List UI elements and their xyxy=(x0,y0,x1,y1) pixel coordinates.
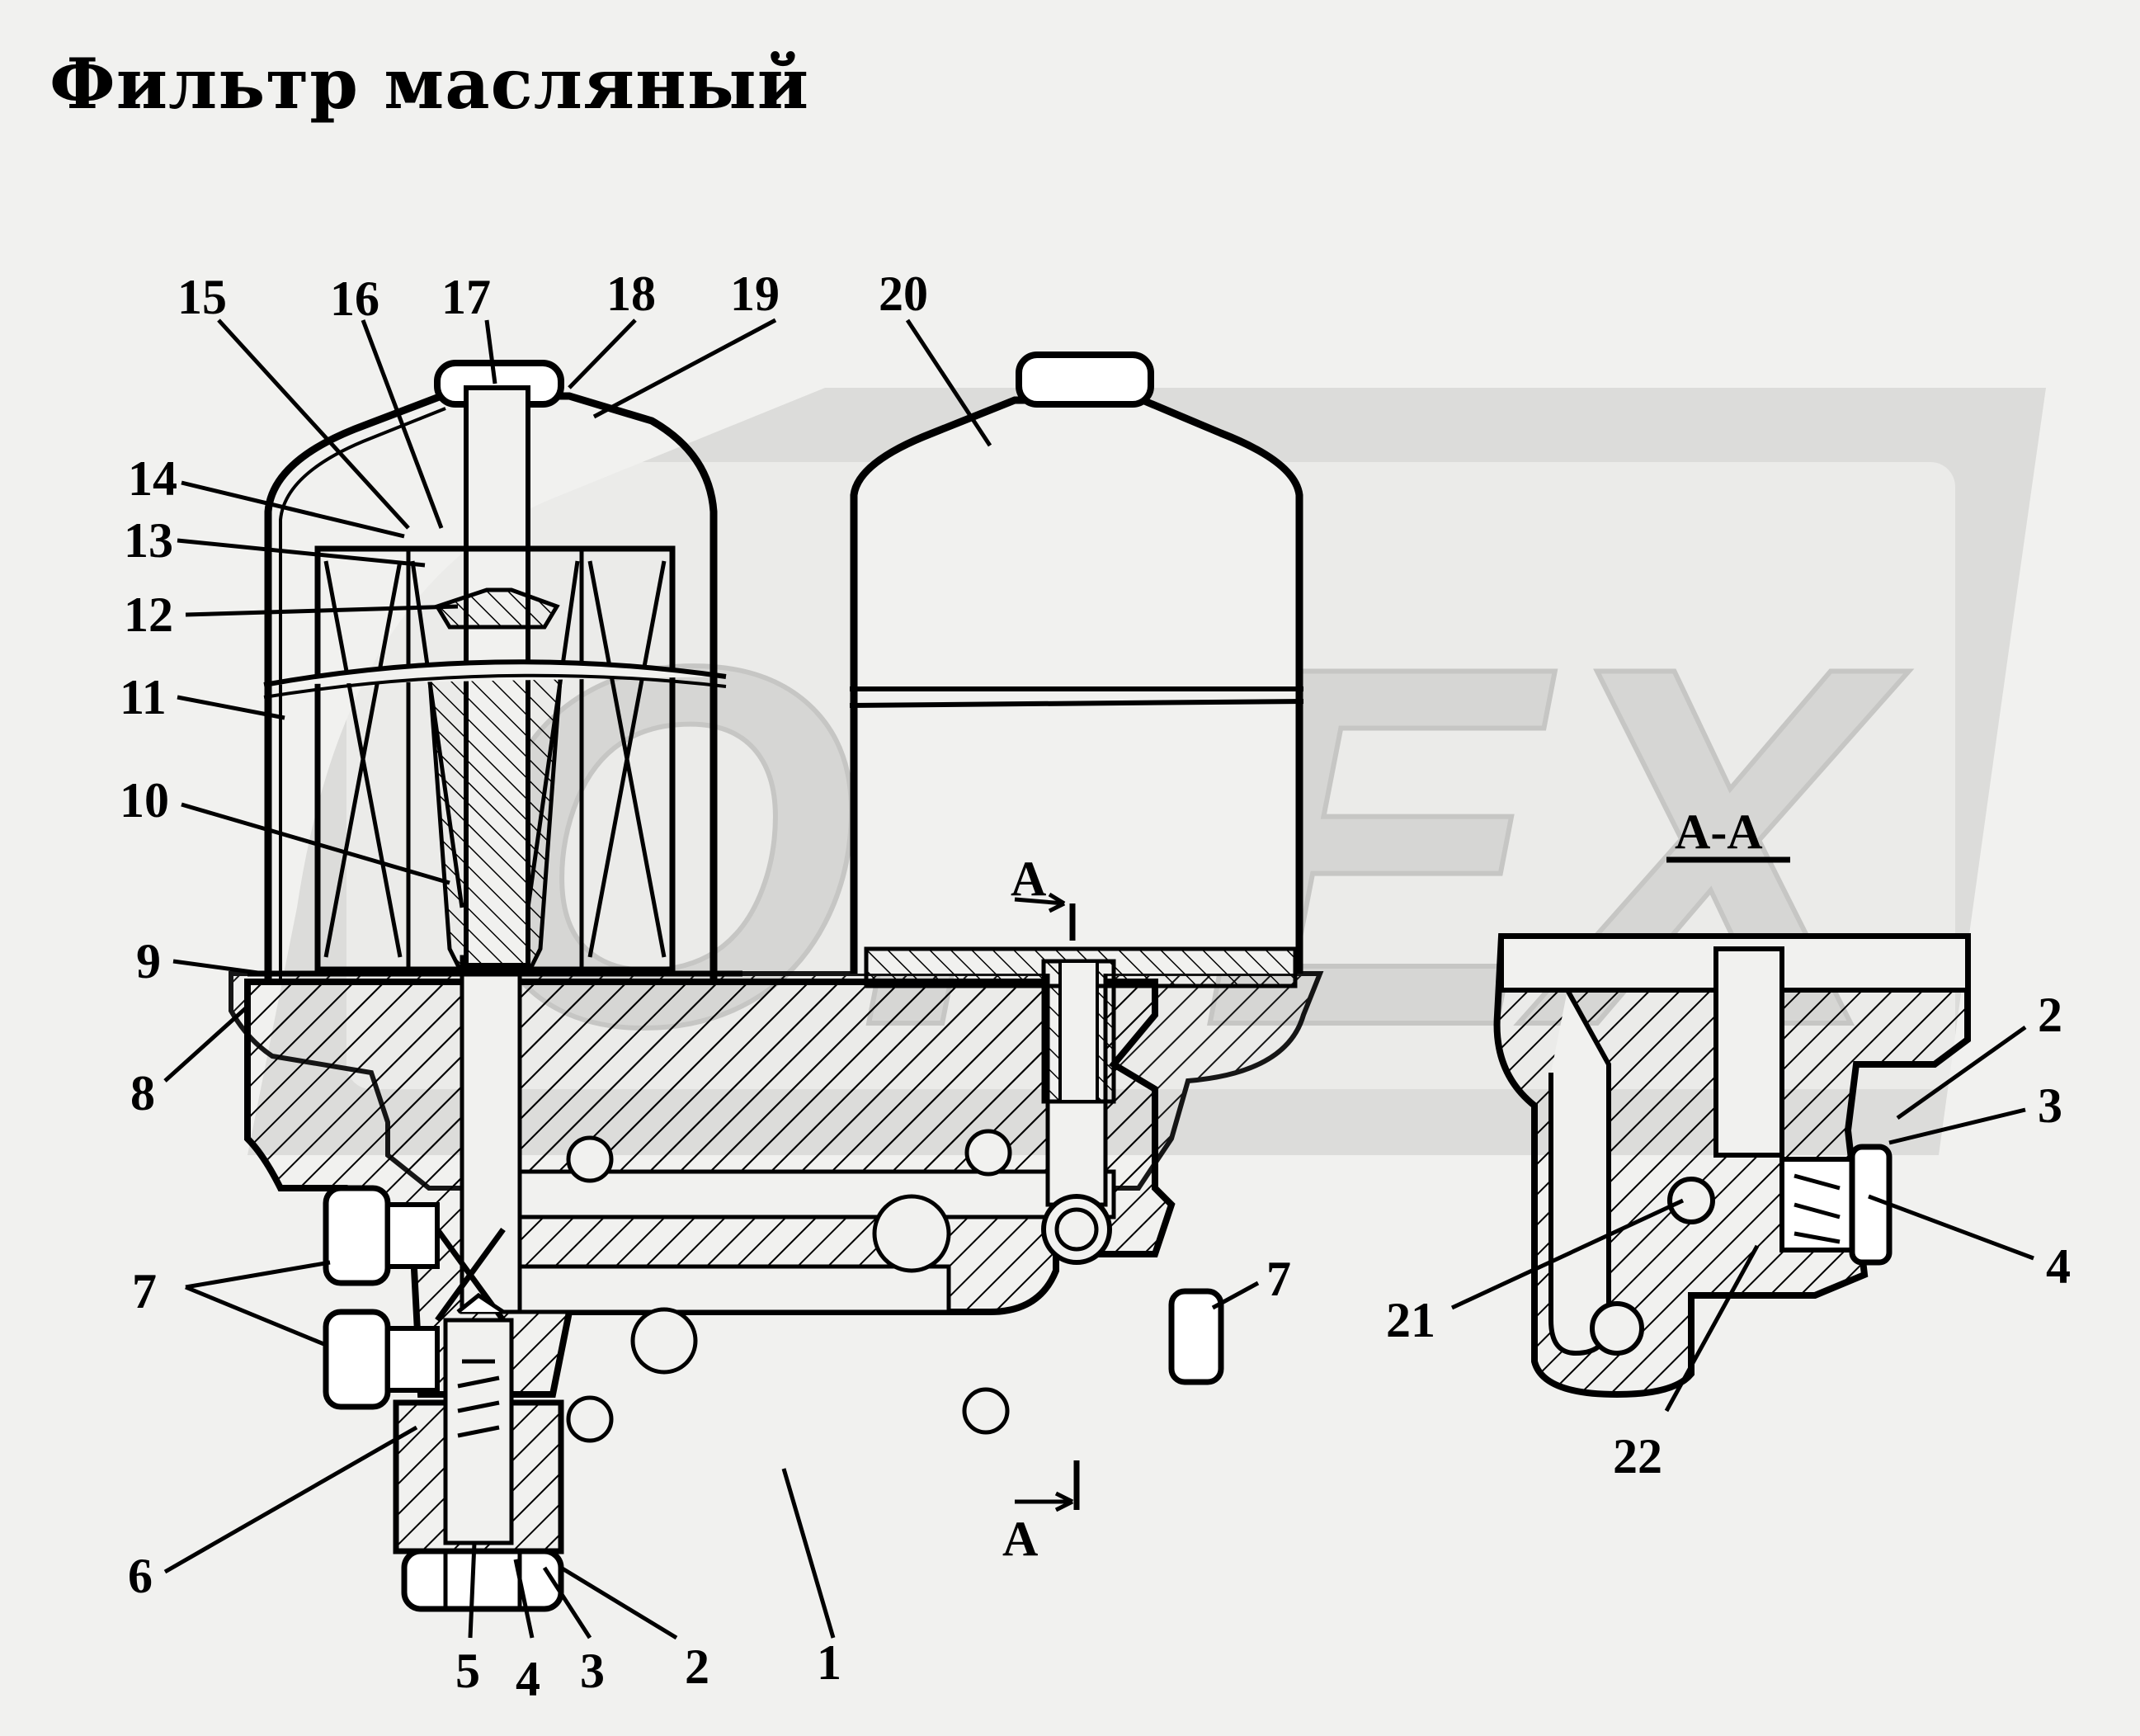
section-mark-bottom: А xyxy=(1002,1512,1038,1566)
callout-18: 18 xyxy=(606,267,656,321)
callout-14: 14 xyxy=(128,451,177,506)
callout-12: 12 xyxy=(124,587,173,642)
callout-20: 20 xyxy=(879,267,928,321)
callout-5: 5 xyxy=(455,1644,480,1698)
section-label: А-А xyxy=(1675,804,1763,859)
callout-2-section: 2 xyxy=(2038,988,2062,1042)
callout-17: 17 xyxy=(441,270,491,324)
callouts: 15 16 17 18 19 20 14 13 12 11 10 9 8 7 7… xyxy=(120,267,2071,1706)
callout-13: 13 xyxy=(124,513,173,568)
callout-3: 3 xyxy=(580,1644,605,1698)
section-a-a xyxy=(1493,933,1971,1399)
callout-6: 6 xyxy=(128,1549,153,1603)
section-markers: А А А-А xyxy=(1002,804,1790,1566)
callout-21: 21 xyxy=(1386,1293,1435,1347)
callout-4-section: 4 xyxy=(2046,1239,2071,1294)
callout-7-left: 7 xyxy=(132,1264,157,1319)
callout-7-right: 7 xyxy=(1266,1252,1291,1306)
callout-1: 1 xyxy=(817,1635,841,1690)
callout-22: 22 xyxy=(1613,1429,1662,1484)
section-mark-top: А xyxy=(1011,851,1046,906)
filter-housing xyxy=(229,955,1324,1612)
callout-10: 10 xyxy=(120,773,169,828)
left-filter-section xyxy=(247,360,742,982)
callout-19: 19 xyxy=(730,267,780,321)
leader-lines xyxy=(163,318,2034,1640)
right-filter-closed xyxy=(849,351,1304,1104)
callout-3-section: 3 xyxy=(2038,1078,2062,1133)
callout-9: 9 xyxy=(136,934,161,988)
callout-8: 8 xyxy=(130,1066,155,1120)
callout-15: 15 xyxy=(177,270,227,324)
callout-11: 11 xyxy=(120,670,167,724)
callout-16: 16 xyxy=(330,271,379,326)
page-title: Фильтр масляный xyxy=(49,43,810,125)
callout-2: 2 xyxy=(685,1639,709,1694)
callout-4: 4 xyxy=(516,1652,540,1706)
